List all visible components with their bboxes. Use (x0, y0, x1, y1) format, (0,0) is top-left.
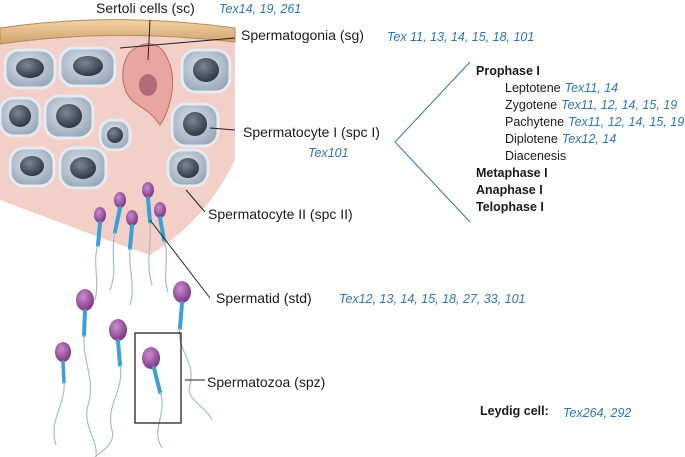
spermatid-genes: Tex12, 13, 14, 15, 18, 27, 33, 101 (339, 292, 526, 306)
spermatocyte1-genes: Tex101 (308, 146, 349, 160)
spermatid-midpieces (96, 196, 166, 250)
sertoli-genes: Tex14, 19, 261 (219, 2, 302, 16)
basement-membrane (0, 19, 236, 45)
spermatozoa-label: Spermatozoa (spz) (207, 374, 326, 390)
spermatid-heads (94, 182, 166, 226)
spermatid-tails (94, 221, 169, 306)
anaphase-label: Anaphase I (476, 183, 543, 197)
meiosis-bracket (394, 61, 471, 223)
spermatogonia-label: Spermatogonia (sg) (241, 27, 364, 43)
leydig-label: Leydig cell: (480, 404, 549, 418)
prophase-label: Prophase I (476, 64, 540, 78)
spermatozoa (53, 281, 213, 457)
germ-nuclei (9, 56, 219, 179)
pointer-lines (119, 19, 236, 381)
spermatocyte1-label: Spermatocyte I (spc I) (243, 124, 380, 140)
germ-cells (0, 46, 232, 190)
sertoli-label: Sertoli cells (sc) (96, 0, 195, 16)
metaphase-label: Metaphase I (476, 166, 548, 180)
substage-diacenesis: Diacenesis (505, 149, 567, 163)
telophase-label: Telophase I (476, 200, 544, 214)
spermatogonia-genes: Tex 11, 13, 14, 15, 18, 101 (387, 30, 535, 44)
leydig-genes: Tex264, 292 (563, 406, 632, 420)
sertoli-nucleus (139, 74, 157, 96)
spermatid-label: Spermatid (std) (216, 290, 312, 306)
spermatozoa-highlight-box (134, 332, 182, 424)
spermatocyte2-label: Spermatocyte II (spc II) (208, 206, 353, 222)
